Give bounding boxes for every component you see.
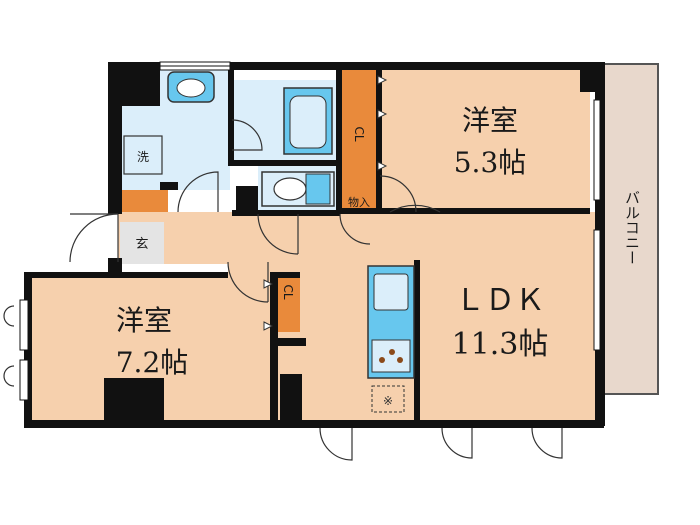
western-room-2-name: 洋室 [116, 304, 172, 337]
western-room-1-size: 5.3帖 [454, 146, 527, 179]
western-room-1-name: 洋室 [462, 104, 518, 137]
closet-door-markers [263, 75, 388, 331]
closet-upper-label: CL [352, 126, 366, 141]
stove-icon [371, 339, 411, 373]
balcony-area [597, 63, 659, 395]
ldk-name: ＬＤＫ [455, 283, 545, 318]
closet-lower-label: CL [281, 284, 295, 299]
storage-box [340, 190, 378, 212]
svg-text:※: ※ [383, 394, 393, 408]
washer-label: 洗 [137, 150, 149, 164]
closet-lower [276, 276, 300, 332]
western-room-2-size: 7.2帖 [116, 346, 189, 379]
storage-label: 物入 [348, 195, 370, 209]
entrance-label: 玄 [135, 237, 148, 252]
refrigerator-space-icon: ※ [371, 385, 405, 413]
entrance-floor [120, 222, 164, 264]
ldk-floor [300, 212, 600, 422]
washbasin-icon [167, 71, 215, 103]
kitchen-sink-icon [373, 273, 409, 311]
bathtub-icon [283, 87, 333, 155]
closet-upper [340, 66, 378, 190]
ldk-size: 11.3帖 [452, 327, 549, 362]
western-room-1-floor [380, 70, 590, 210]
toilet-icon [261, 171, 335, 207]
kitchen-counter [367, 265, 415, 379]
washer-space: 洗 [123, 135, 163, 175]
balcony-label: バルコニー [623, 190, 641, 265]
shoe-cabinet [118, 190, 168, 212]
